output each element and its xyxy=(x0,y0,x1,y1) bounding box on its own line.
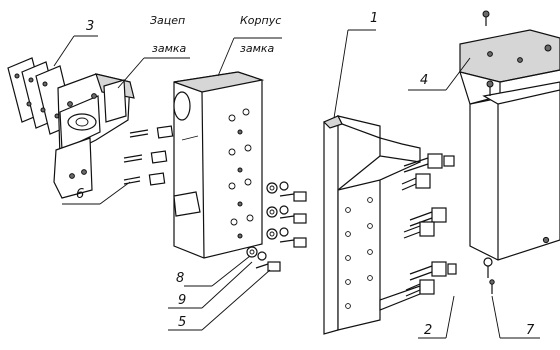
part-1-bracket xyxy=(322,115,421,335)
nut-washer xyxy=(246,246,267,261)
bolt xyxy=(401,173,431,191)
label-9: 9 xyxy=(178,293,186,308)
bolt xyxy=(403,153,455,173)
bolt xyxy=(405,279,435,297)
part-4-box xyxy=(459,10,560,294)
label-body-line1: Корпус xyxy=(240,14,281,27)
bolt xyxy=(403,221,435,239)
part-3-plates xyxy=(7,57,75,135)
bolts-6 xyxy=(123,125,174,186)
bolt xyxy=(129,125,174,139)
label-4: 4 xyxy=(420,73,428,88)
fasteners-middle xyxy=(246,181,307,272)
label-5: 5 xyxy=(178,315,186,330)
leader-lines xyxy=(53,29,540,339)
lock-body xyxy=(173,71,265,259)
label-1: 1 xyxy=(370,11,378,26)
callout-labels: 3 Зацеп замка Корпус замка 1 4 6 8 9 5 2… xyxy=(76,11,535,338)
latch-hook xyxy=(53,73,135,199)
bolt xyxy=(255,261,281,272)
label-6: 6 xyxy=(76,187,84,202)
bolt xyxy=(279,191,307,202)
bolt xyxy=(409,261,457,281)
label-latch-line1: Зацеп xyxy=(150,14,185,27)
bolt xyxy=(279,237,307,248)
label-8: 8 xyxy=(176,271,184,286)
label-3: 3 xyxy=(86,19,94,34)
label-2: 2 xyxy=(424,323,432,338)
bolt xyxy=(409,207,447,227)
bolt xyxy=(123,172,166,186)
label-body-line2: замка xyxy=(240,42,275,55)
bolts-2 xyxy=(401,153,457,297)
label-7: 7 xyxy=(526,323,535,338)
label-latch-line2: замка xyxy=(152,42,187,55)
nut-washer xyxy=(266,205,289,218)
bolt xyxy=(279,213,307,224)
nut-washer xyxy=(266,181,289,194)
bolt xyxy=(123,150,168,164)
nut-washer xyxy=(266,227,289,240)
